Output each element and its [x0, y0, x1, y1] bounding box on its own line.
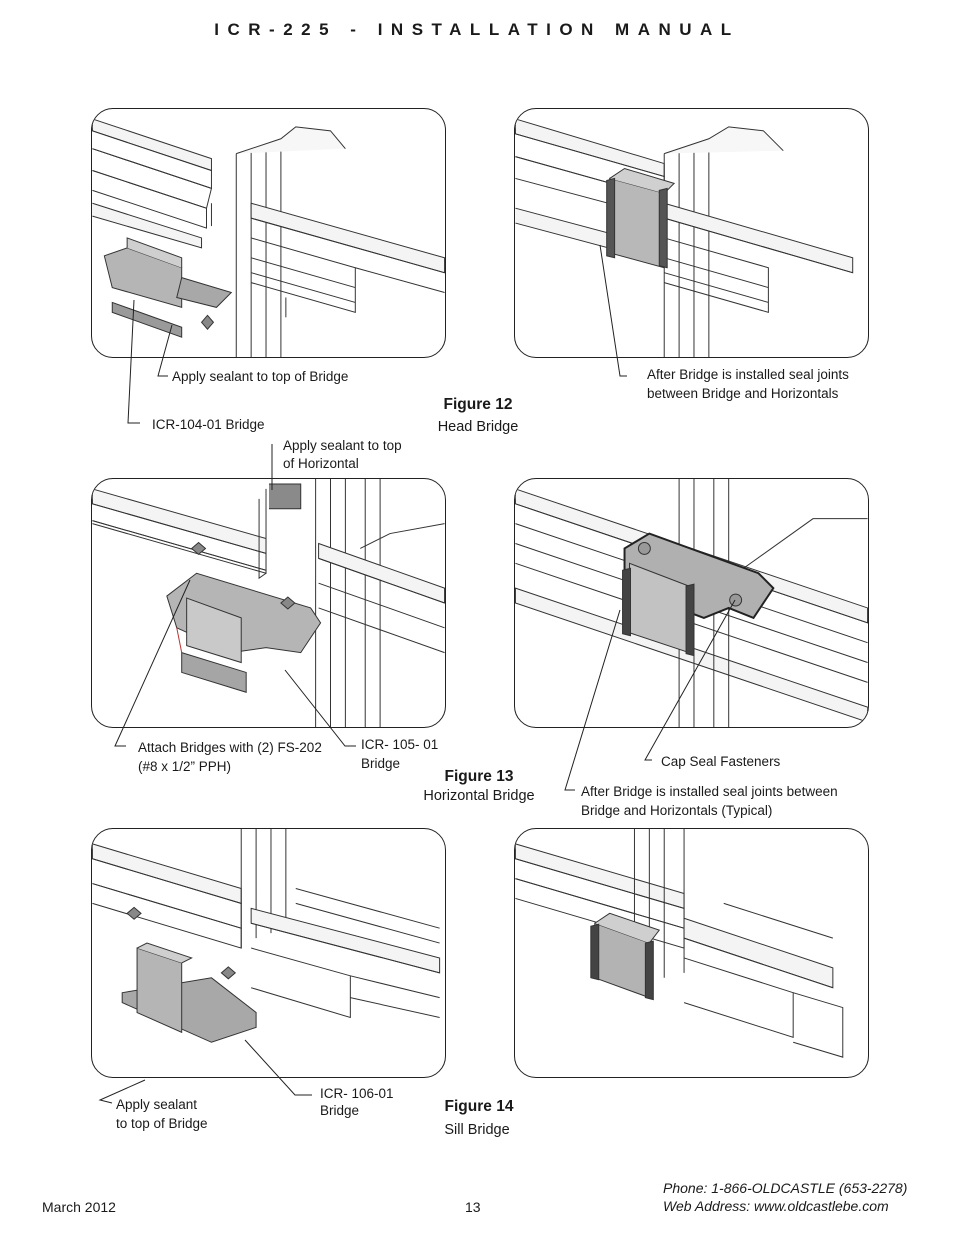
figure-13-exploded-drawing	[92, 479, 445, 727]
figure-13-installed-illustration	[514, 478, 869, 728]
figure-12-exploded-illustration	[91, 108, 446, 358]
callout-attach-bridges-line2: (#8 x 1/2” PPH)	[138, 759, 232, 774]
footer-date: March 2012	[42, 1199, 116, 1215]
callout-apply-sealant-top-of-bridge: Apply sealant to top of Bridge	[172, 369, 349, 384]
figure-13-number: Figure 13	[444, 768, 514, 785]
callout-seal-joints-typical-line1: After Bridge is installed seal joints be…	[581, 784, 838, 799]
callout-part-icr-106-01-line1: ICR- 106-01	[320, 1086, 394, 1101]
figure-14-installed-illustration	[514, 828, 869, 1078]
callout-attach-bridges-line1: Attach Bridges with (2) FS-202	[138, 740, 322, 755]
callout-sealant-top-horizontal-line1: Apply sealant to top	[283, 438, 402, 453]
figure-13-installed-drawing	[515, 479, 868, 727]
footer-phone: Phone: 1-866-OLDCASTLE (653-2278)	[663, 1180, 908, 1196]
callout-seal-joints-line2: between Bridge and Horizontals	[647, 386, 839, 401]
callout-sealant-top-horizontal-line2: of Horizontal	[283, 456, 359, 471]
callout-part-icr-106-01-line2: Bridge	[320, 1103, 360, 1118]
figure-14-exploded-illustration	[91, 828, 446, 1078]
callout-apply-sealant-line1: Apply sealant	[116, 1097, 198, 1112]
figure-12-caption: Head Bridge	[437, 419, 519, 435]
figure-12-installed-drawing	[515, 118, 854, 357]
figure-13-exploded-illustration	[91, 478, 446, 728]
callout-part-icr-104-01: ICR-104-01 Bridge	[152, 417, 265, 432]
figure-14-caption: Sill Bridge	[444, 1122, 510, 1138]
footer-page-number: 13	[465, 1199, 481, 1215]
callout-part-icr-105-01-line1: ICR- 105- 01	[361, 737, 439, 752]
figure-12-exploded-drawing	[92, 118, 445, 357]
callout-seal-joints-typical-line2: Bridge and Horizontals (Typical)	[581, 803, 773, 818]
page-title: ICR-225 - INSTALLATION MANUAL	[214, 20, 740, 39]
figure-14-number: Figure 14	[444, 1098, 514, 1115]
figure-13-caption: Horizontal Bridge	[423, 788, 535, 804]
callout-part-icr-105-01-line2: Bridge	[361, 756, 401, 771]
figure-12-installed-illustration	[514, 108, 869, 358]
figure-12-number: Figure 12	[443, 396, 513, 413]
figure-14-installed-drawing	[515, 829, 844, 1058]
callout-cap-seal-fasteners: Cap Seal Fasteners	[661, 754, 781, 769]
figure-14-exploded-drawing	[92, 829, 441, 1043]
callout-apply-sealant-line2: to top of Bridge	[116, 1116, 208, 1131]
footer-web-address: Web Address: www.oldcastlebe.com	[663, 1198, 889, 1214]
callout-seal-joints-line1: After Bridge is installed seal joints	[647, 367, 849, 382]
